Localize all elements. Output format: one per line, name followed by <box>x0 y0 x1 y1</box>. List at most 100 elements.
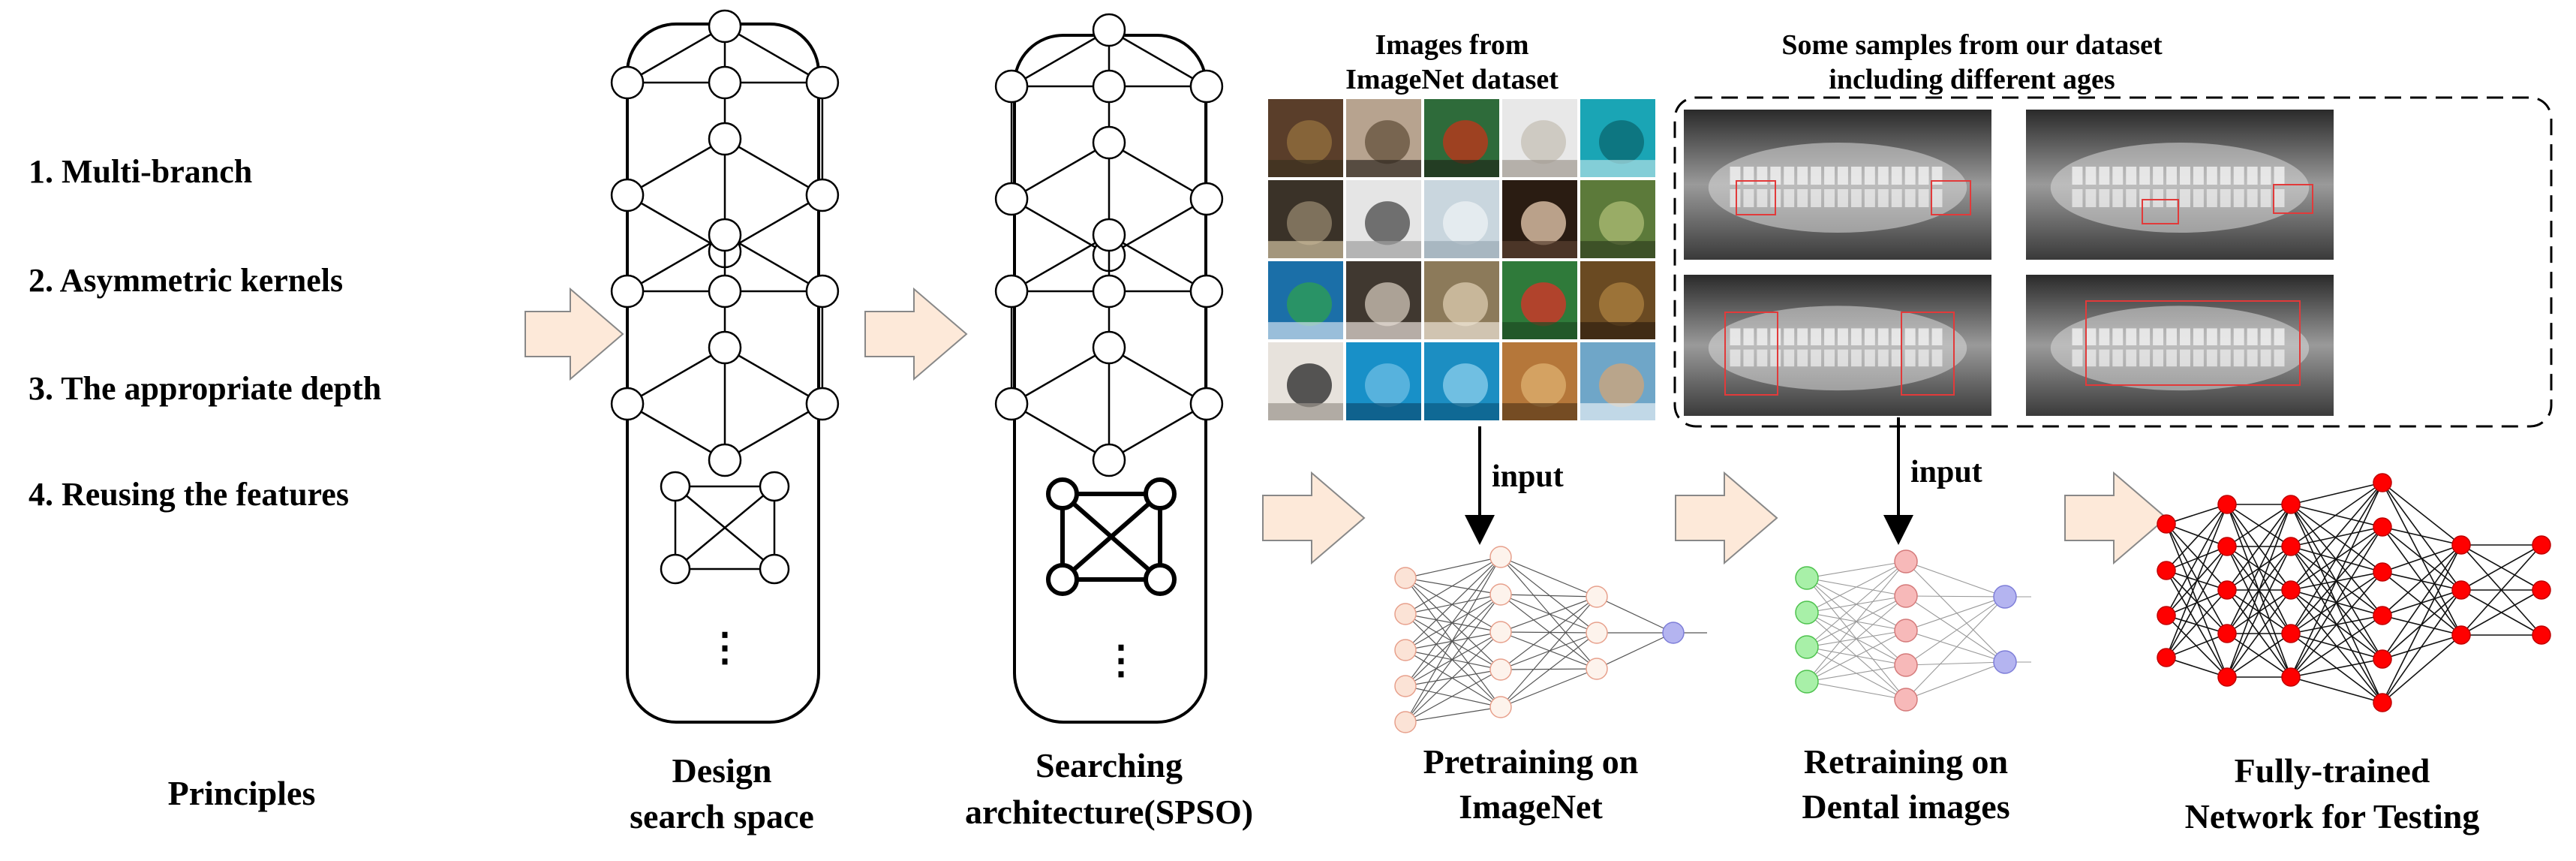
xray-tooth <box>1931 189 1943 207</box>
thumbnail-subject <box>1443 363 1488 408</box>
network-edge <box>1500 596 1598 708</box>
graph-node <box>994 387 1029 421</box>
dental-title-line1: Some samples from our dataset <box>1781 29 2163 61</box>
thumbnail-subject <box>1365 120 1410 164</box>
xray-tooth <box>2206 349 2217 367</box>
imagenet-thumbnail <box>1268 99 1343 177</box>
network-edge <box>2226 504 2292 591</box>
network-edge <box>2290 482 2383 634</box>
xray-tooth <box>2247 349 2258 367</box>
network-node <box>2281 667 2301 687</box>
xray-tooth <box>2139 328 2151 345</box>
principle-item: 1. Multi-branch <box>29 153 252 190</box>
xray-tooth <box>1784 328 1795 345</box>
xray-tooth <box>2233 189 2244 207</box>
thumbnail-ground <box>1346 403 1421 420</box>
network-edge <box>1405 556 1501 687</box>
xray-tooth <box>1918 189 1929 207</box>
xray-tooth <box>2260 189 2271 207</box>
network-edge <box>2166 615 2228 678</box>
xray-tooth <box>2085 189 2097 207</box>
xray-tooth <box>2274 328 2285 345</box>
network-edge <box>2226 546 2292 678</box>
xray-tooth <box>1891 349 1902 367</box>
graph-node <box>805 65 840 100</box>
principle-item: 3. The appropriate depth <box>29 370 381 407</box>
network-edge <box>1500 631 1598 634</box>
thumbnail-subject <box>1443 201 1488 245</box>
xray-tooth <box>1824 328 1835 345</box>
imagenet-thumbnail <box>1346 180 1421 258</box>
network-edge <box>2382 571 2462 636</box>
xray-tooth <box>2260 349 2271 367</box>
retraining-network <box>1795 549 2031 712</box>
network-edge <box>1500 632 1598 670</box>
thumbnail-ground <box>1502 322 1577 339</box>
xray-tooth <box>2166 189 2178 207</box>
xray-tooth <box>1784 189 1795 207</box>
xray-tooth <box>1811 328 1822 345</box>
xray-image <box>2026 275 2334 416</box>
xray-tooth <box>1811 189 1822 207</box>
xray-tooth <box>1784 167 1795 185</box>
thumbnail-ground <box>1424 403 1499 420</box>
network-edge <box>1405 685 1501 708</box>
xray-tooth <box>1850 189 1862 207</box>
searching-ellipsis: ⋮ <box>1102 640 1141 682</box>
imagenet-thumbnail <box>1424 99 1499 177</box>
xray-tooth <box>1918 167 1929 185</box>
graph-cell-icon <box>610 218 840 477</box>
xray-tooth <box>1904 189 1916 207</box>
thumbnail-subject <box>1599 282 1644 327</box>
xray-tooth <box>1824 349 1835 367</box>
xray-annotation-box <box>1736 180 1776 215</box>
xray-tooth <box>1797 167 1808 185</box>
graph-edge <box>675 486 775 570</box>
graph-edge <box>724 402 823 462</box>
network-edge <box>1806 561 1907 613</box>
xray-tooth <box>2220 167 2231 185</box>
graph-node <box>1046 477 1079 510</box>
network-node <box>2451 580 2471 600</box>
graph-node <box>660 553 691 585</box>
xray-annotation-box <box>1931 180 1971 215</box>
design-caption-line2: search space <box>630 797 814 835</box>
thumbnail-subject <box>1521 201 1566 245</box>
xray-tooth <box>1864 189 1875 207</box>
xray-tooth <box>2099 328 2110 345</box>
imagenet-thumbnail <box>1268 180 1343 258</box>
network-edge <box>1500 631 1598 670</box>
searching-caption-line2: architecture(SPSO) <box>965 793 1253 831</box>
xray-tooth <box>1918 349 1929 367</box>
network-edge <box>1500 668 1598 670</box>
thumbnail-subject <box>1443 282 1488 327</box>
xray-tooth <box>2274 167 2285 185</box>
fully-trained-network <box>2157 473 2551 712</box>
thumbnail-ground <box>1424 241 1499 258</box>
xray-tooth <box>1757 167 1768 185</box>
network-node <box>1586 586 1608 608</box>
network-edge <box>2166 503 2228 525</box>
graph-node <box>1189 69 1224 104</box>
retraining-caption-line2: Dental images <box>1802 787 2009 826</box>
thumbnail-ground <box>1502 403 1577 420</box>
graph-node <box>759 471 790 502</box>
thumbnail-subject <box>1599 120 1644 164</box>
pretraining-network <box>1394 546 1707 733</box>
xray-tooth <box>1797 328 1808 345</box>
network-edge <box>2226 504 2292 678</box>
network-edge <box>2290 526 2383 678</box>
graph-edge <box>1108 346 1207 405</box>
xray-tooth <box>1770 349 1781 367</box>
imagenet-thumbnail <box>1580 261 1655 339</box>
network-edge <box>1405 594 1501 615</box>
graph-node <box>805 178 840 212</box>
network-edge <box>1500 556 1598 598</box>
network-edge <box>1806 595 1907 682</box>
xray-tooth <box>1891 167 1902 185</box>
imagenet-thumbnail <box>1424 342 1499 420</box>
xray-tooth <box>2153 167 2164 185</box>
xray-tooth <box>1770 328 1781 345</box>
thumbnail-subject <box>1521 120 1566 164</box>
flow-arrow-icon <box>1675 471 1778 565</box>
